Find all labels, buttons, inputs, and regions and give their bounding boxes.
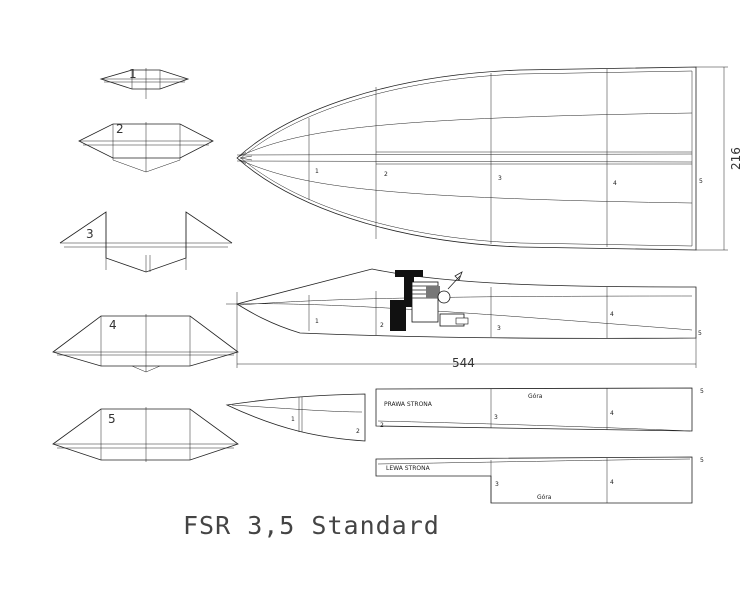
side-frame-2: 2 — [380, 322, 384, 329]
left-panel-top: Góra — [537, 494, 552, 501]
bow-panel: 1 2 — [225, 393, 366, 442]
frame-section-1: 1 — [99, 67, 190, 99]
hull-top-view: 1 2 3 4 5 216 — [236, 66, 743, 251]
frame-section-2: 2 — [78, 122, 214, 173]
right-frame-5: 5 — [700, 388, 704, 395]
right-panel-top: Góra — [528, 393, 543, 400]
plan-frame-4: 4 — [613, 180, 617, 187]
length-dimension: 544 — [452, 356, 475, 370]
left-frame-3: 3 — [495, 481, 499, 488]
left-frame-5: 5 — [700, 457, 704, 464]
frame-2-label: 2 — [116, 122, 124, 136]
plan-frame-5: 5 — [699, 178, 703, 185]
plan-frame-3: 3 — [498, 175, 502, 182]
frame-section-5: 5 — [52, 407, 239, 462]
drawing-title: FSR 3,5 Standard — [183, 511, 440, 540]
plan-frame-2: 2 — [384, 171, 388, 178]
frame-1-label: 1 — [129, 67, 137, 81]
bow-frame-2: 2 — [356, 428, 360, 435]
right-frame-2: 2 — [380, 422, 384, 429]
right-panel-label: PRAWA STRONA — [384, 401, 433, 408]
left-panel-label: LEWA STRONA — [386, 465, 431, 472]
left-side-panel: LEWA STRONA Góra 3 4 5 — [375, 456, 704, 504]
frame-section-4: 4 — [52, 314, 239, 373]
side-frame-3: 3 — [497, 325, 501, 332]
right-side-panel: PRAWA STRONA Góra 2 3 4 5 — [375, 387, 704, 432]
beam-dimension: 216 — [729, 147, 743, 170]
frame-3-label: 3 — [86, 227, 94, 241]
bow-frame-1: 1 — [291, 416, 295, 423]
frame-4-label: 4 — [109, 318, 117, 332]
right-frame-3: 3 — [494, 414, 498, 421]
right-frame-4: 4 — [610, 410, 614, 417]
side-frame-4: 4 — [610, 311, 614, 318]
side-frame-5: 5 — [698, 330, 702, 337]
frame-5-label: 5 — [108, 412, 116, 426]
frame-section-3: 3 — [59, 211, 233, 273]
side-frame-1: 1 — [315, 318, 319, 325]
engine-drawing — [390, 270, 469, 331]
left-frame-4: 4 — [610, 479, 614, 486]
plan-frame-1: 1 — [315, 168, 319, 175]
